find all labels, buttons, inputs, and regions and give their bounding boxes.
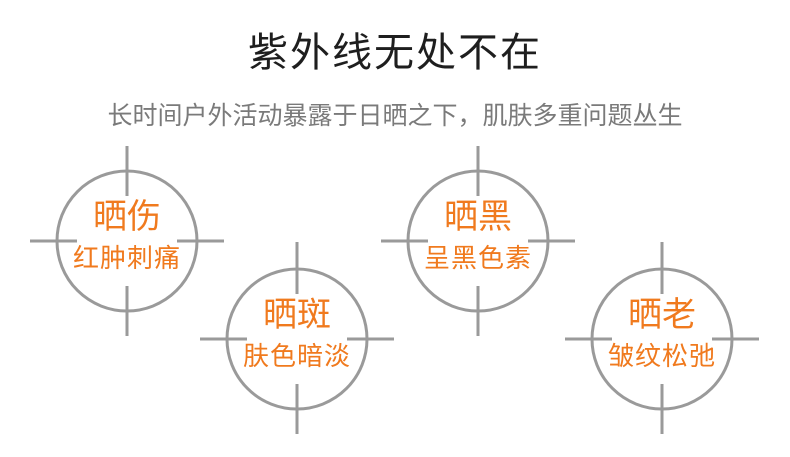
page-title: 紫外线无处不在 [248,30,542,76]
target-title: 晒黑 [444,197,512,237]
target-desc: 肤色暗淡 [242,342,351,372]
crosshair-icon [30,146,224,336]
target-desc: 呈黑色素 [423,244,532,274]
target-desc: 红肿刺痛 [72,244,181,274]
page-subtitle: 长时间户外活动暴露于日晒之下，肌肤多重问题丛生 [107,101,683,130]
target-sunburn: 晒伤 红肿刺痛 [27,141,227,341]
target-title: 晒老 [628,295,696,335]
target-tanning: 晒黑 呈黑色素 [378,141,578,341]
crosshair-icon [565,242,759,434]
target-title: 晒斑 [263,295,331,335]
target-desc: 皱纹松弛 [607,342,716,372]
target-title: 晒伤 [93,197,161,237]
target-photoaging: 晒老 皱纹松弛 [562,239,762,439]
crosshair-icon [200,242,394,434]
crosshair-icon [381,146,575,336]
target-sunspot: 晒斑 肤色暗淡 [197,239,397,439]
